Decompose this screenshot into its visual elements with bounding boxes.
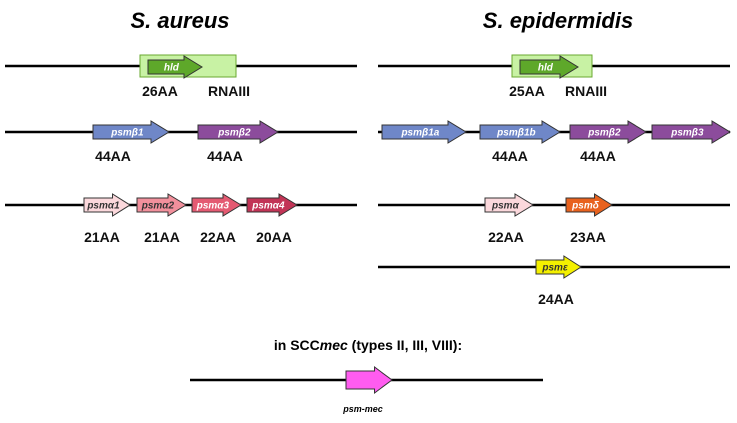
aa-length-label: 21AA [144, 229, 180, 245]
gene-arrow: psmα [484, 193, 534, 217]
aa-length-label: 22AA [488, 229, 524, 245]
psm-mec-label: psm-mec [342, 404, 383, 414]
gene-label: psmβ3 [670, 128, 704, 139]
gene-label: psmβ1 [110, 128, 144, 139]
gene-arrow: psmα3 [191, 193, 242, 217]
sccmec-title-prefix: in SCC [274, 337, 320, 353]
gene-label: psmα2 [141, 201, 175, 212]
gene-label: psmβ2 [587, 128, 621, 139]
aa-length-label: 44AA [492, 148, 528, 164]
gene-arrow: psmα2 [136, 193, 187, 217]
gene-arrow: psmβ2 [197, 120, 279, 144]
s-aureus-title: S. aureus [130, 8, 229, 33]
aa-length-label: 44AA [580, 148, 616, 164]
gene-arrow: hld [519, 55, 579, 79]
gene-label: psmα [491, 201, 520, 212]
sccmec-title-italic: mec [320, 337, 348, 353]
aa-length-label: 24AA [538, 291, 574, 307]
chromosome-lines [5, 64, 730, 382]
aa-length-label: 21AA [84, 229, 120, 245]
aa-length-label: 26AA [142, 83, 178, 99]
rnaiii-label: RNAIII [208, 83, 250, 99]
aa-length-label: 44AA [95, 148, 131, 164]
gene-arrow: psmα4 [246, 193, 298, 217]
gene-label: psmα3 [196, 201, 230, 212]
gene-arrow [345, 366, 393, 394]
gene-arrow: psmβ1a [381, 120, 467, 144]
gene-arrow: psmβ2 [569, 120, 647, 144]
gene-arrow: psmβ1b [479, 120, 561, 144]
gene-label: psmδ [571, 201, 600, 212]
aa-length-label: 23AA [570, 229, 606, 245]
gene-label: psmα4 [251, 201, 285, 212]
sccmec-title-suffix: (types II, III, VIII): [348, 337, 462, 353]
gene-arrow: psmβ1 [92, 120, 170, 144]
s-epidermidis-title: S. epidermidis [483, 8, 633, 33]
aa-length-label: 20AA [256, 229, 292, 245]
gene-arrow: psmα1 [83, 193, 131, 217]
aa-length-label: 25AA [509, 83, 545, 99]
gene-label: psmβ1a [400, 128, 439, 139]
aa-length-label: 22AA [200, 229, 236, 245]
gene-label: psmβ1b [496, 128, 535, 139]
rnaiii-label: RNAIII [565, 83, 607, 99]
gene-arrow: psmε [535, 255, 582, 279]
gene-label: hld [164, 63, 180, 74]
gene-label: psmε [541, 263, 568, 274]
sccmec-title: in SCCmec (types II, III, VIII): [274, 337, 462, 353]
gene-arrow: hld [147, 55, 203, 79]
gene-arrow: psmδ [565, 193, 613, 217]
gene-arrow: psmβ3 [651, 120, 731, 144]
gene-label: psmβ2 [217, 128, 251, 139]
aa-length-label: 44AA [207, 148, 243, 164]
gene-label: psmα1 [86, 201, 120, 212]
gene-label: hld [538, 63, 554, 74]
